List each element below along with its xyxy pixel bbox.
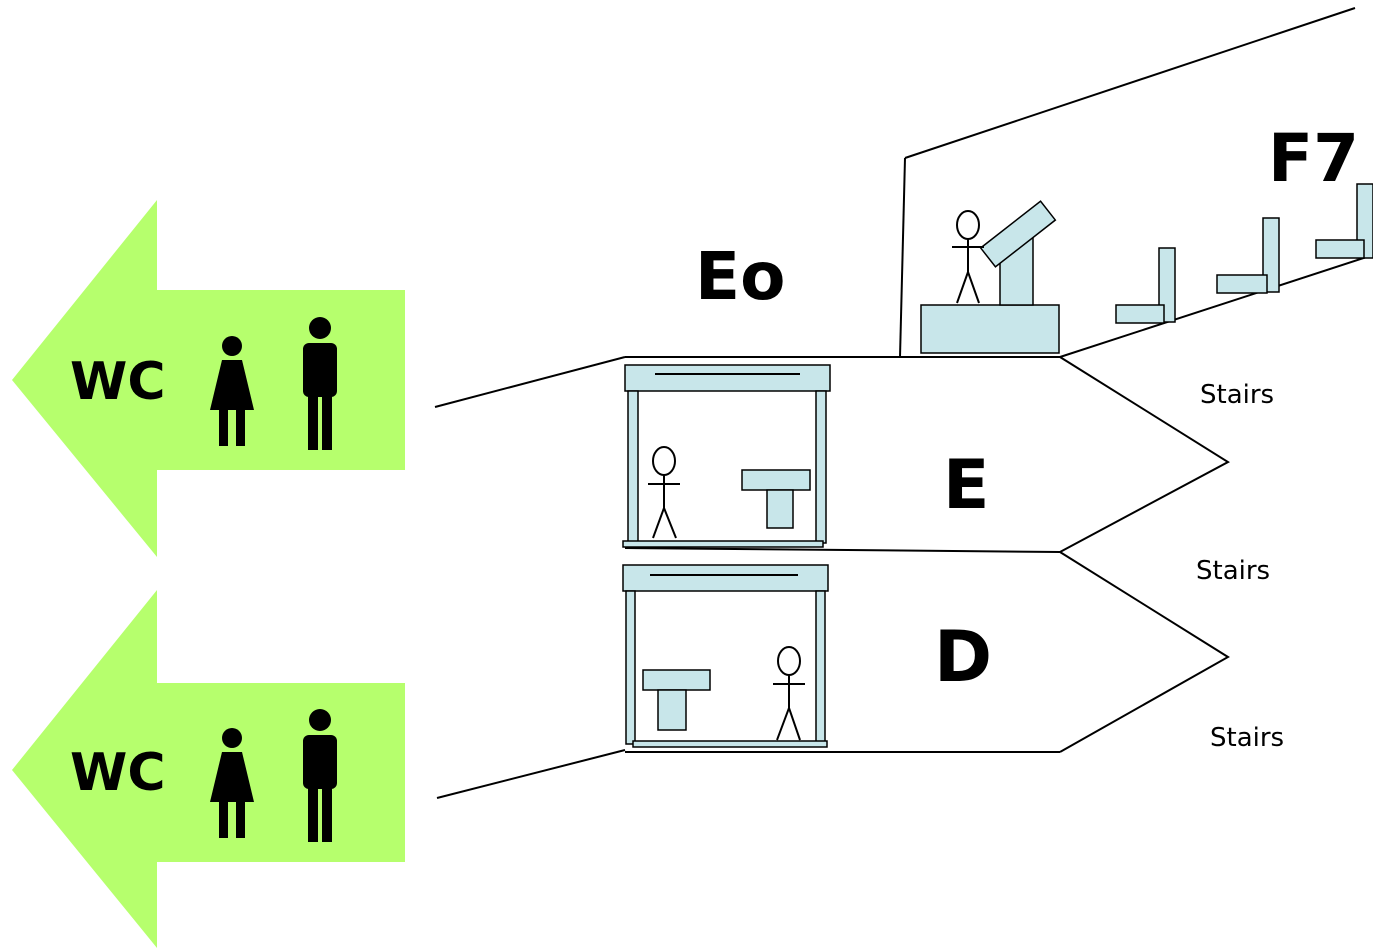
room-floor-d bbox=[622, 564, 829, 748]
label-upper-level: Eo bbox=[695, 238, 786, 315]
wc-label-upper: WC bbox=[70, 352, 166, 412]
label-floor-e: E bbox=[943, 446, 990, 525]
building-outline bbox=[434, 7, 1373, 799]
label-floor-d: D bbox=[934, 616, 993, 698]
wc-label-lower: WC bbox=[70, 743, 166, 803]
wc-sign-upper bbox=[12, 200, 405, 557]
label-stairs-lower: Stairs bbox=[1210, 723, 1285, 753]
label-stairs-middle: Stairs bbox=[1196, 556, 1271, 586]
wc-sign-lower bbox=[12, 590, 405, 948]
telescope-platform bbox=[920, 200, 1060, 354]
room-floor-e bbox=[622, 364, 831, 548]
label-stairs-upper: Stairs bbox=[1200, 380, 1275, 410]
label-top-floor: F7 bbox=[1268, 120, 1360, 197]
slope-equipment bbox=[1115, 183, 1373, 324]
